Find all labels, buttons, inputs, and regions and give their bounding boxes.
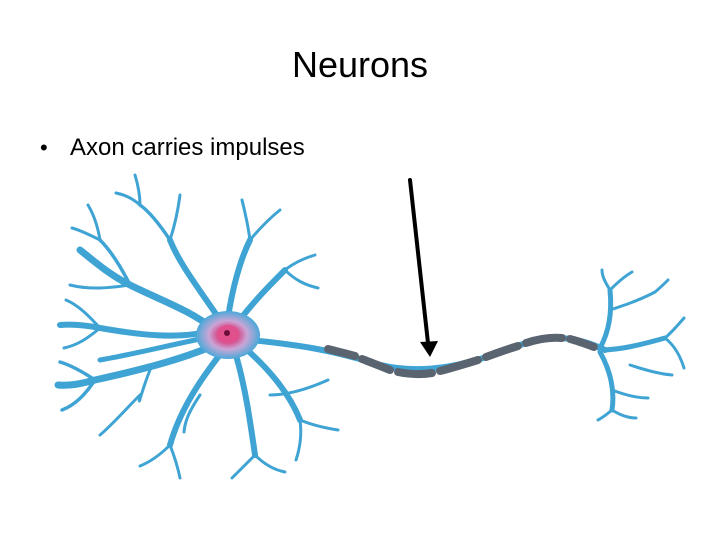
cell-body	[196, 311, 260, 359]
myelin-sheath	[324, 333, 598, 379]
down-arrow-icon	[408, 178, 438, 357]
nucleolus	[224, 330, 230, 336]
dendrites	[54, 173, 340, 480]
bullet-symbol: •	[40, 135, 48, 160]
slide-title: Neurons	[291, 44, 429, 85]
axon-terminals	[596, 268, 686, 422]
bullet-item: • Axon carries impulses	[40, 134, 305, 162]
bullet-list: • Axon carries impulses	[40, 134, 305, 162]
bullet-text: Axon carries impulses	[70, 134, 305, 161]
